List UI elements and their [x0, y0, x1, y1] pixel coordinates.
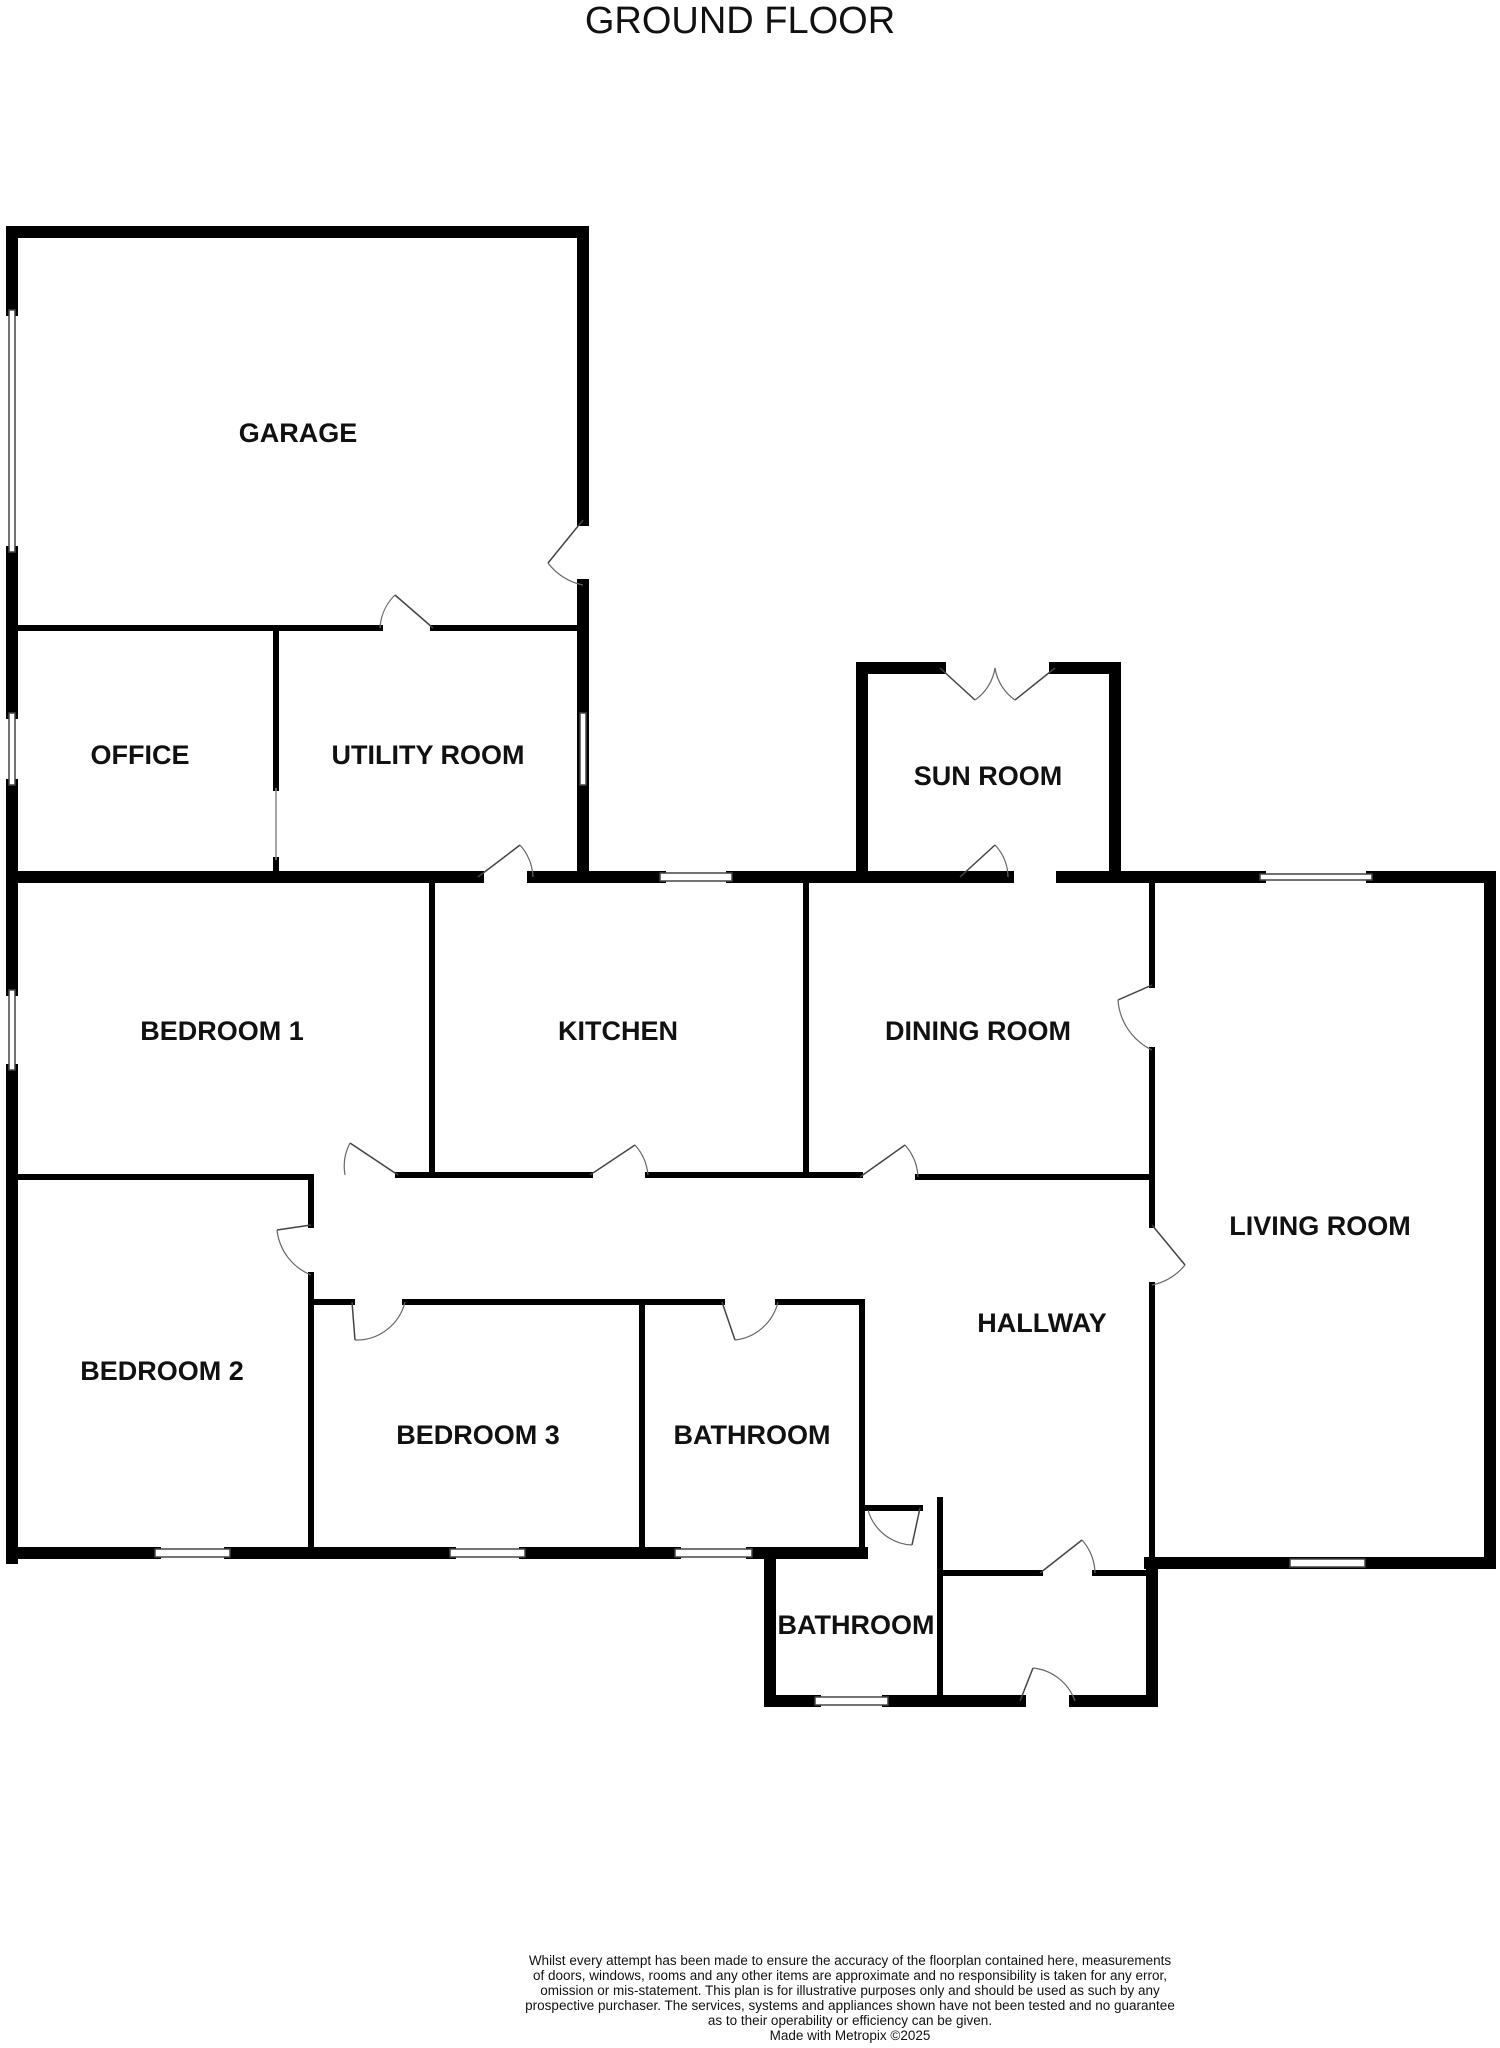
bedroom2-window — [154, 1548, 231, 1558]
dining-living-door — [1117, 984, 1153, 1001]
disclaimer-line: Made with Metropix ©2025 — [769, 2028, 931, 2043]
room-label-bedroom3: BEDROOM 3 — [396, 1420, 560, 1450]
room-labels: GARAGE OFFICE UTILITY ROOM SUN ROOM BEDR… — [80, 418, 1411, 1640]
kitchen-door — [589, 1144, 636, 1176]
kitchen-window — [659, 872, 733, 882]
bedroom2-door-arc — [276, 1229, 312, 1276]
disclaimer-line: omission or mis-statement. This plan is … — [540, 1983, 1160, 1998]
garage-side-door — [547, 519, 584, 564]
bathroom-door-arc — [734, 1301, 779, 1341]
bedroom1-door-arc — [343, 1142, 351, 1176]
front-door — [1019, 1667, 1034, 1702]
room-label-bedroom2: BEDROOM 2 — [80, 1356, 244, 1386]
small-bath-door — [911, 1507, 921, 1546]
utility-window — [579, 712, 587, 786]
doors — [275, 519, 1186, 1702]
bathroom-top-right — [775, 1299, 865, 1556]
small-bathroom-window — [814, 1696, 889, 1706]
room-label-bathroom: BATHROOM — [674, 1420, 831, 1450]
dining-living-door-arc — [1117, 999, 1153, 1051]
porch-inner-door — [1039, 1539, 1083, 1574]
room-label-bedroom1: BEDROOM 1 — [140, 1016, 304, 1046]
room-label-dining: DINING ROOM — [885, 1016, 1071, 1046]
garage-wall-top — [6, 226, 589, 526]
disclaimer-line: Whilst every attempt has been made to en… — [528, 1953, 1172, 1968]
bathroom-door — [721, 1301, 736, 1341]
sunroom-dining-door — [959, 844, 996, 878]
sunroom-french-doors-arc — [974, 667, 1016, 701]
living-patio-window — [1259, 873, 1373, 881]
disclaimer-line: as to their operability or efficiency ca… — [707, 2013, 993, 2028]
utility-kitchen-door — [477, 844, 521, 878]
garage-side-door-arc — [547, 562, 584, 586]
room-label-bathroom-2: BATHROOM — [778, 1610, 935, 1640]
small-bath-left — [764, 1547, 821, 1707]
bedroom1-window — [8, 989, 16, 1071]
garage-utility-door-arc — [379, 594, 396, 629]
office-window — [8, 712, 16, 786]
room-label-sun-room: SUN ROOM — [914, 761, 1063, 791]
utility-kitchen-door-arc — [519, 844, 534, 878]
room-label-garage: GARAGE — [239, 418, 358, 448]
windows — [8, 309, 1373, 1706]
hall-living-door — [1151, 1224, 1186, 1266]
room-label-hallway: HALLWAY — [977, 1308, 1107, 1338]
disclaimer-line: of doors, windows, rooms and any other i… — [532, 1968, 1168, 1983]
small-bath-door-arc — [867, 1509, 913, 1546]
room-label-utility: UTILITY ROOM — [332, 740, 525, 770]
garage-opening-window — [8, 309, 16, 553]
kitchen-door-arc — [634, 1144, 649, 1176]
sunroom-wall-right — [1049, 662, 1121, 883]
garage-utility-door — [394, 594, 434, 629]
bedroom3-door-arc — [354, 1301, 406, 1341]
bedroom1-door — [349, 1142, 399, 1176]
room-label-kitchen: KITCHEN — [558, 1016, 678, 1046]
bedroom2-door — [276, 1224, 312, 1231]
dining-door-arc — [904, 1144, 919, 1178]
walls — [6, 226, 1496, 1707]
sunroom-wall-left — [856, 662, 946, 883]
porch-right — [1069, 1557, 1158, 1707]
sunroom-french-doors — [939, 667, 1056, 701]
bathroom-window — [674, 1548, 753, 1558]
sunroom-dining-door-arc — [994, 844, 1009, 878]
hall-living-door-arc — [1151, 1264, 1186, 1286]
front-door-arc — [1032, 1667, 1076, 1702]
bedroom3-window — [449, 1548, 526, 1558]
living-window — [1289, 1558, 1366, 1568]
floor-title: GROUND FLOOR — [585, 0, 895, 42]
disclaimer-line: prospective purchaser. The services, sys… — [525, 1998, 1175, 2013]
disclaimer: Whilst every attempt has been made to en… — [490, 1953, 1210, 2043]
bedroom3-door — [351, 1301, 356, 1341]
small-bath-top — [859, 1505, 923, 1556]
room-label-office: OFFICE — [91, 740, 190, 770]
dining-door — [859, 1144, 906, 1178]
room-label-living: LIVING ROOM — [1229, 1211, 1411, 1241]
porch-inner-door-arc — [1081, 1539, 1096, 1574]
